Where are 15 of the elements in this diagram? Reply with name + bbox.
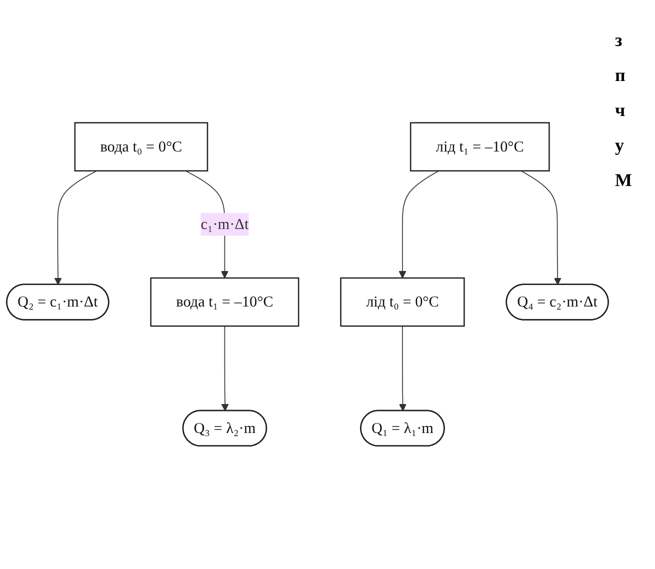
arrow <box>399 326 406 412</box>
node-box: вода t₀ = 0°C <box>74 122 208 172</box>
text-fragment: п <box>615 65 626 86</box>
arrow <box>54 170 98 286</box>
text-fragment: ч <box>615 100 626 121</box>
arrow <box>398 170 440 278</box>
node-box: лід t₀ = 0°C <box>340 278 465 327</box>
node-box: вода t₁ = –10°C <box>150 278 300 327</box>
text-fragment: М <box>615 170 633 191</box>
arrow <box>520 170 562 286</box>
arrow <box>221 326 229 412</box>
edge-label: c₁·m·Δt <box>200 216 249 233</box>
text-fragment: у <box>615 135 625 156</box>
node-box: лід t₁ = –10°C <box>410 122 550 172</box>
text-fragment: з <box>615 30 624 51</box>
